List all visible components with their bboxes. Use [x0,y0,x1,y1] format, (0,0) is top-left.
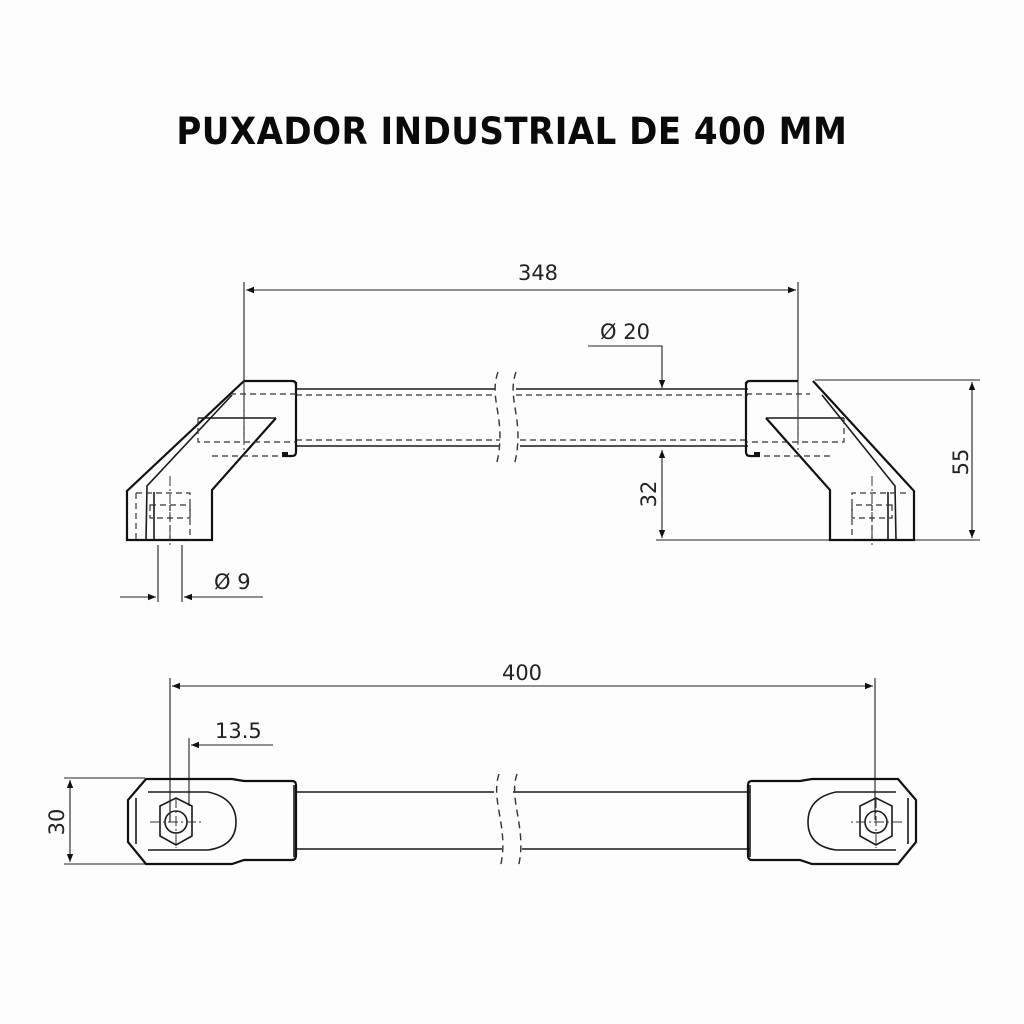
side-view: 348 Ø 20 32 55 [120,261,980,602]
left-leg-side [125,379,298,548]
right-leg-side [744,379,916,548]
left-cap-top [126,777,298,866]
right-cap-top [746,777,918,866]
dimension-label-400: 400 [502,661,542,685]
dimension-tube-diameter: Ø 20 [588,320,666,388]
dimension-hole-spacing: 348 [243,261,799,440]
dimension-label-30: 30 [45,809,69,836]
dimension-label-32: 32 [637,481,661,508]
dimension-overall-height: 55 [815,379,980,541]
dimension-hole-offset: 13.5 [188,719,273,806]
dimension-hole-diameter: Ø 9 [120,545,263,602]
dimension-label-d9: Ø 9 [214,570,251,594]
dimension-width: 30 [45,777,145,865]
top-view: 400 13.5 30 [45,661,918,869]
dimension-label-13-5: 13.5 [215,719,262,743]
dimension-label-d20: Ø 20 [600,320,650,344]
dimension-grip-clearance: 32 [637,450,830,541]
dimension-label-55: 55 [949,449,973,476]
tube-side [296,371,748,467]
dimension-label-348: 348 [518,261,558,285]
dimension-overall-length: 400 [169,661,876,820]
tube-top [296,773,750,869]
drawing-title: PUXADOR INDUSTRIAL DE 400 MM [176,110,848,153]
